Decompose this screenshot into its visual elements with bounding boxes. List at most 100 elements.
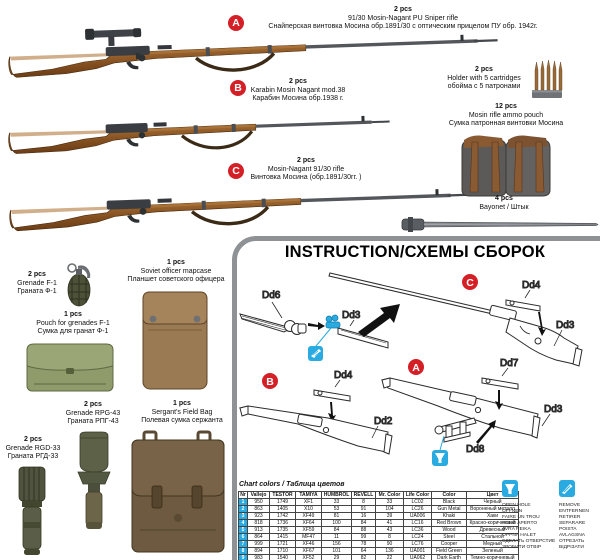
mapcase-image [142, 291, 208, 390]
mapcase-name-ru: Планшет советского офицера [127, 276, 225, 284]
rifle-c-name-en: Mosin-Nagant 91/30 rifle [267, 165, 345, 173]
diagram-label-dd3-c: Dd3 [556, 320, 575, 331]
rgd33-name-ru: Граната РГД-33 [7, 453, 59, 461]
cartridge-clip-image [532, 59, 563, 98]
color-table-cell: 8 [238, 547, 248, 555]
color-table-cell: 1540 [269, 554, 296, 560]
rgd33-qty: 2 pcs [24, 436, 42, 443]
rifle-a-image [8, 28, 498, 78]
color-table-cell: UA062 [403, 554, 432, 560]
holder-name-ru: обойма с 5 патронами [447, 83, 521, 91]
color-table-cell: MF47 [295, 533, 322, 541]
color-table-cell: 1736 [269, 519, 296, 527]
remove-legend-line: ВIДРIЗАТИ [559, 545, 584, 550]
pouch-f1-image [26, 343, 114, 392]
color-chart-caption: Chart colors / Таблица цветов [239, 481, 345, 488]
diagram-marker-c: C [466, 277, 474, 289]
color-table-header: REVELL [351, 491, 376, 499]
color-table-cell: 104 [375, 505, 404, 513]
color-table-cell: 91 [351, 505, 376, 513]
color-table-cell: 3 [238, 512, 248, 520]
bayonet-name-en: Bayonet / Штык [479, 203, 529, 211]
open-hole-legend-line: OPEN HOLE [502, 503, 531, 508]
ammo-pouch-qty: 12 pcs [495, 103, 517, 110]
rpg43-name-en: Grenade RPG-43 [65, 409, 121, 417]
color-table-cell: Field Green [431, 547, 467, 555]
color-table-cell: 29 [321, 554, 352, 560]
color-table-cell: Темно-коричневый [466, 554, 519, 560]
rgd33-image [18, 466, 46, 555]
rifle-c-image [9, 189, 468, 232]
color-table-cell: X10 [295, 505, 322, 513]
color-table-cell: 64 [351, 547, 376, 555]
rifle-b-image [8, 115, 390, 154]
rpg43-image [77, 431, 111, 529]
holder-name-en: Holder with 5 cartridges [447, 74, 521, 82]
fieldbag-label: 1 pcs Sergant's Field Bag Полевая сумка … [130, 400, 234, 426]
remove-legend-line: SEPARARE [559, 521, 586, 526]
color-table-cell: 33 [375, 498, 404, 506]
bayonet-image [401, 217, 599, 232]
color-table-cell: 1 [238, 498, 248, 506]
color-table-cell: LC36 [403, 526, 432, 534]
grenade-f1-image [67, 263, 91, 307]
grenade-f1-name-en: Grenade F-1 [17, 279, 57, 287]
color-table-cell: 88 [351, 526, 376, 534]
mapcase-label: 1 pcs Soviet officer mapcase Планшет сов… [120, 259, 232, 285]
diagram-label-dd4-c: Dd4 [522, 280, 541, 291]
color-table-cell: 100 [321, 519, 352, 527]
bayonet-label: 4 pcs Bayonet / Штык [448, 195, 560, 212]
color-table-cell: XF67 [295, 547, 322, 555]
color-table-cell: 1405 [269, 505, 296, 513]
open-hole-legend-line: FORO APERTO [502, 521, 538, 526]
color-table-header: Nr [238, 491, 248, 499]
color-table-cell: LC24 [403, 533, 432, 541]
rgd33-name-en: Grenade RGD-33 [5, 444, 61, 452]
rifle-c-qty: 2 pcs [297, 157, 315, 164]
remove-icon-diagram [308, 346, 323, 361]
mapcase-name-en: Soviet officer mapcase [140, 267, 212, 275]
remove-legend-line: RETIRER [559, 515, 581, 520]
open-hole-icon [502, 480, 518, 497]
color-table-cell: XF49 [295, 512, 322, 520]
diagram-marker-a: A [412, 362, 420, 374]
fieldbag-name-ru: Полевая сумка сержанта [141, 417, 223, 425]
rifle-b-qty: 2 pcs [289, 78, 307, 85]
color-table-cell: 99 [351, 533, 376, 541]
open-hole-icon-diagram [432, 450, 448, 466]
ammo-pouch-image [461, 135, 551, 197]
color-table-cell: 136 [375, 547, 404, 555]
grenade-f1-label: 2 pcs Grenade F-1 Граната Ф-1 [6, 271, 68, 297]
diagram-label-dd4-b: Dd4 [334, 370, 353, 381]
color-table-header: Vallejo [247, 491, 270, 499]
ammo-pouch-name-en: Mosin rifle ammo pouch [468, 111, 544, 119]
color-table-cell: Red Brown [431, 519, 467, 527]
open-hole-legend-line: СДЕЛАТЬ ОТВЕРСТИЕ [502, 539, 556, 544]
grenade-f1-name-ru: Граната Ф-1 [17, 288, 57, 296]
color-table-cell: 81 [321, 512, 352, 520]
diagram-label-dd7: Dd7 [500, 358, 519, 369]
color-table-cell: 7 [238, 540, 248, 548]
remove-legend-line: ENTFERNEN [559, 509, 589, 514]
color-table-header: Mr. Color [375, 491, 404, 499]
color-table-cell: 41 [375, 519, 404, 527]
color-table-cell: Gun Metal [431, 505, 467, 513]
marker-c: C [228, 163, 244, 179]
rifle-b-label: 2 pcs Karabin Mosin Nagant mod.38 Караби… [248, 78, 348, 104]
color-table-cell: 8 [351, 498, 376, 506]
color-table-cell: 78 [351, 540, 376, 548]
color-table-cell: 1415 [269, 533, 296, 541]
color-table-cell: Cooper [431, 540, 467, 548]
rpg43-label: 2 pcs Grenade RPG-43 Граната РПГ-43 [52, 401, 134, 427]
rpg43-qty: 2 pcs [84, 401, 102, 408]
